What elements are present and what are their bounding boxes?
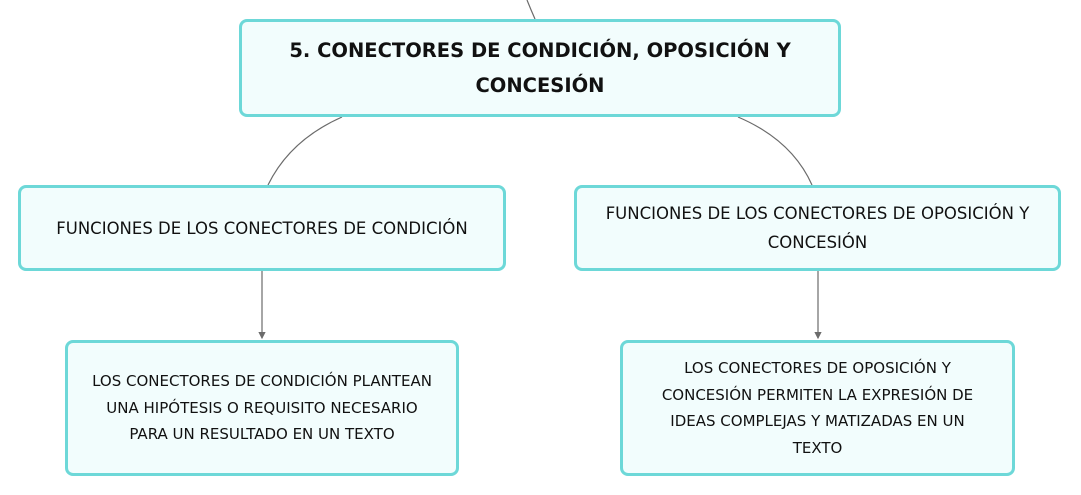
root-to-right-branch-connector [737,116,813,186]
opposition-concession-detail-text: LOS CONECTORES DE OPOSICIÓN Y CONCESIÓN … [661,359,974,457]
condition-functions-node[interactable]: FUNCIONES DE LOS CONECTORES DE CONDICIÓN [18,185,506,271]
opposition-concession-functions-node[interactable]: FUNCIONES DE LOS CONECTORES DE OPOSICIÓN… [574,185,1061,271]
root-topic-text: 5. CONECTORES DE CONDICIÓN, OPOSICIÓN Y … [289,39,791,97]
root-topic-node[interactable]: 5. CONECTORES DE CONDICIÓN, OPOSICIÓN Y … [239,19,841,117]
parent-connector-line [526,0,536,20]
opposition-concession-detail-node[interactable]: LOS CONECTORES DE OPOSICIÓN Y CONCESIÓN … [620,340,1015,476]
condition-functions-text: FUNCIONES DE LOS CONECTORES DE CONDICIÓN [56,218,468,238]
opposition-concession-functions-text: FUNCIONES DE LOS CONECTORES DE OPOSICIÓN… [605,204,1030,252]
root-to-left-branch-connector [267,116,343,186]
condition-detail-text: LOS CONECTORES DE CONDICIÓN PLANTEAN UNA… [92,372,432,444]
condition-detail-node[interactable]: LOS CONECTORES DE CONDICIÓN PLANTEAN UNA… [65,340,459,476]
